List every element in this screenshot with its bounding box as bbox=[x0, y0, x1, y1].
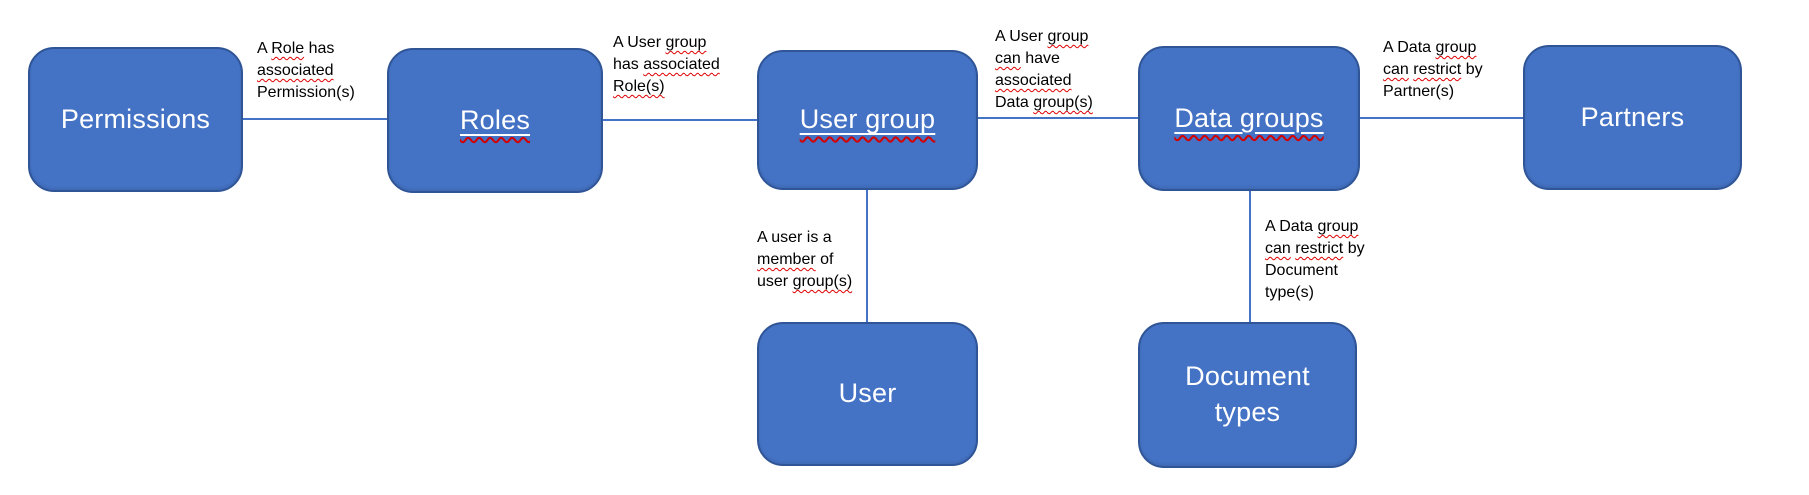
connector-data-groups-partners bbox=[1360, 117, 1523, 119]
node-label-partners: Partners bbox=[1580, 101, 1685, 132]
node-roles: Roles bbox=[387, 48, 603, 193]
node-label-data-groups: Data groups bbox=[1174, 102, 1324, 133]
node-partners: Partners bbox=[1523, 45, 1742, 190]
node-label-roles: Roles bbox=[459, 104, 531, 135]
connector-roles-user-group bbox=[603, 119, 757, 121]
node-data-groups: Data groups bbox=[1138, 46, 1360, 191]
node-permissions: Permissions bbox=[28, 47, 243, 192]
connector-data-groups-document-types bbox=[1249, 191, 1251, 322]
node-user-group: User group bbox=[757, 50, 978, 190]
connector-permissions-roles bbox=[243, 118, 387, 120]
node-label-user: User bbox=[838, 378, 897, 409]
connector-user-group-user bbox=[866, 190, 868, 322]
node-label-user-group: User group bbox=[799, 104, 936, 135]
node-user: User bbox=[757, 322, 978, 466]
connector-user-group-data-groups bbox=[978, 117, 1138, 119]
node-label-permissions: Permissions bbox=[60, 103, 211, 134]
